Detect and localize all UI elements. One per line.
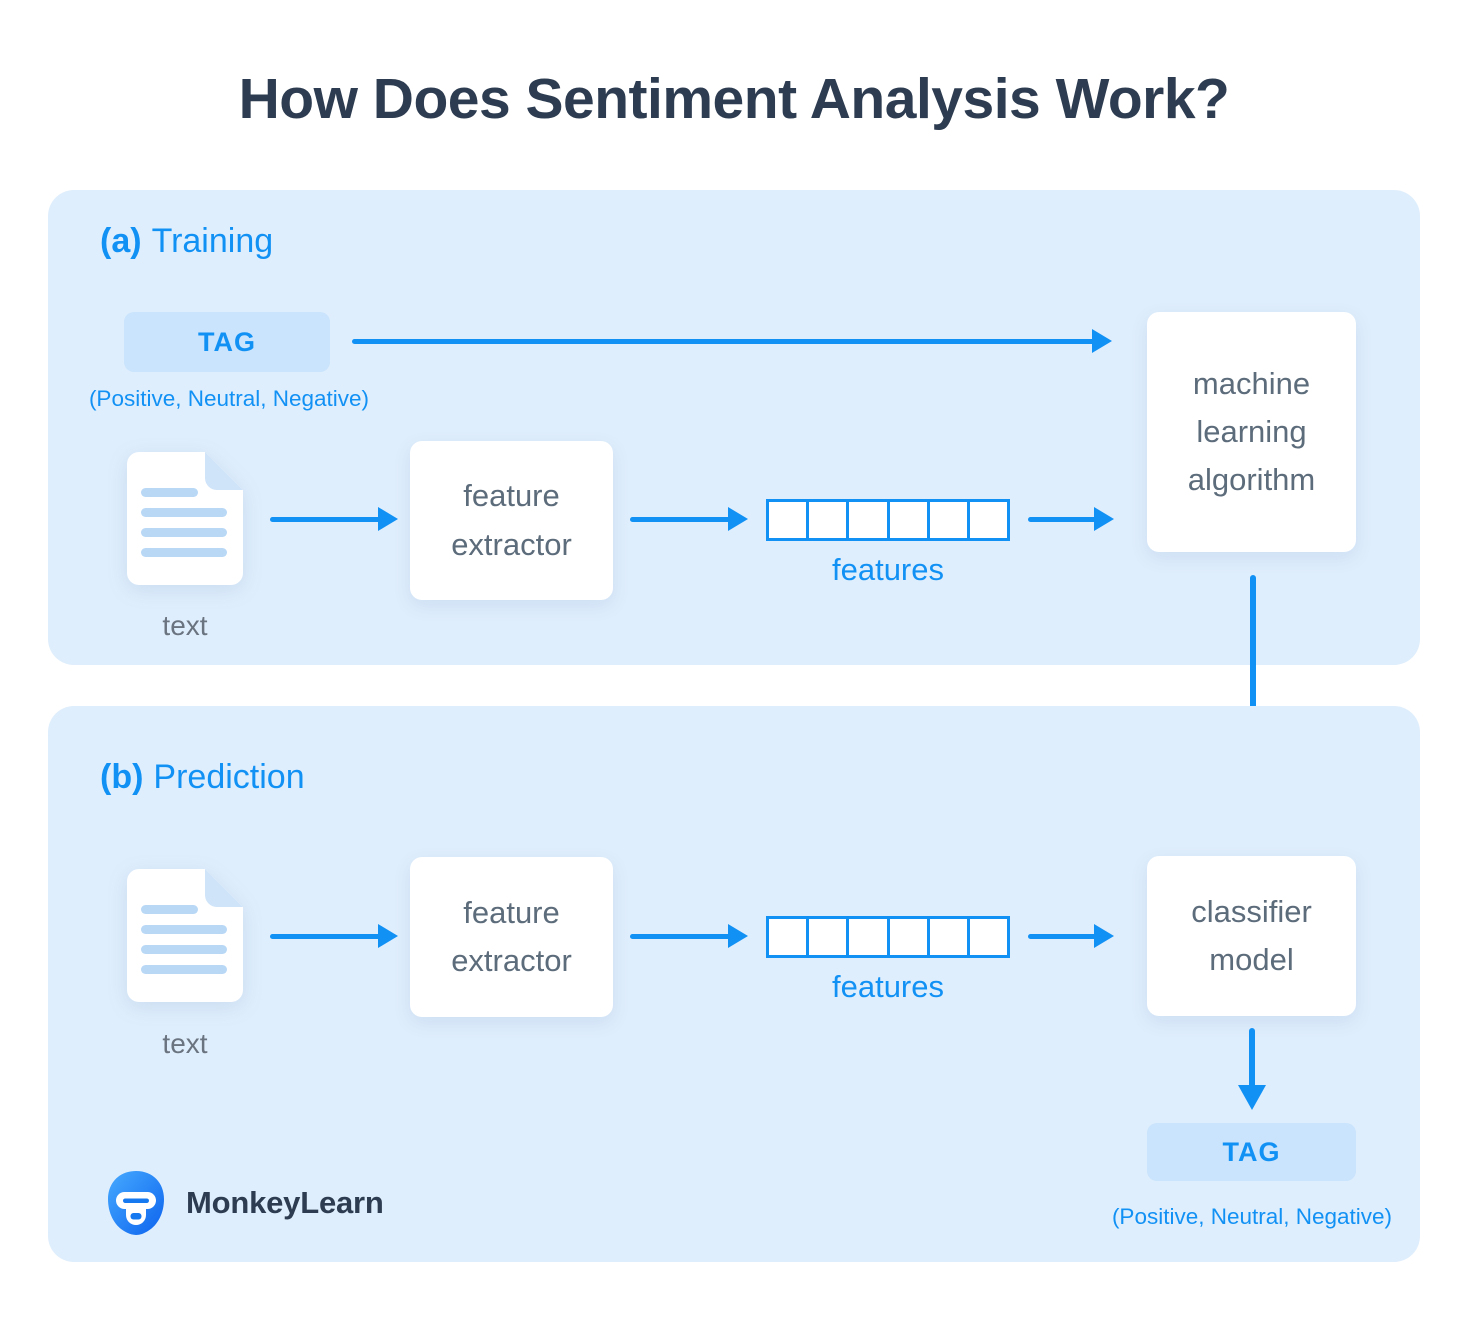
feature-cell <box>849 919 890 955</box>
feature-cell <box>809 502 850 538</box>
text-document-icon <box>127 452 243 585</box>
training-feature-extractor-box: feature extractor <box>410 441 613 600</box>
machine-learning-algorithm-box: machine learning algorithm <box>1147 312 1356 552</box>
prediction-text-label: text <box>162 1028 208 1059</box>
training-feature-extractor-label: feature extractor <box>451 478 572 562</box>
machine-learning-algorithm-label: machine learning algorithm <box>1187 365 1316 498</box>
training-features-label: features <box>831 552 944 587</box>
prediction-feature-extractor-box: feature extractor <box>410 857 613 1017</box>
feature-cell <box>970 502 1007 538</box>
classifier-model-box: classifier model <box>1147 856 1356 1016</box>
arrow-extractor-to-features <box>630 507 748 531</box>
monkeylearn-logo: MonkeyLearn <box>104 1168 384 1238</box>
arrow-features-to-classifier <box>1028 924 1114 948</box>
arrow-text-to-extractor <box>270 507 398 531</box>
prediction-tag-label: TAG <box>1222 1136 1281 1167</box>
prediction-panel: (b)Prediction text feature extractor fea… <box>48 706 1420 1262</box>
training-tag-values: (Positive, Neutral, Negative) <box>88 386 370 411</box>
feature-cell <box>930 919 970 955</box>
prediction-feature-extractor-label: feature extractor <box>451 894 572 978</box>
monkeylearn-monkey-icon <box>108 1171 164 1235</box>
arrow-features-to-algorithm <box>1028 507 1114 531</box>
training-text-label: text <box>162 610 208 641</box>
arrow-text-to-extractor <box>270 924 398 948</box>
prediction-features-label: features <box>831 969 944 1004</box>
brand-name: MonkeyLearn <box>186 1185 384 1220</box>
feature-cell <box>849 502 890 538</box>
training-label-text: Training <box>151 222 274 260</box>
prediction-tag-box: TAG <box>1147 1123 1356 1181</box>
prediction-features-vector <box>766 916 1010 958</box>
training-features-vector <box>766 499 1010 541</box>
feature-cell <box>769 919 810 955</box>
training-panel: (a)Training TAG (Positive, Neutral, Nega… <box>48 190 1420 665</box>
feature-cell <box>809 919 850 955</box>
arrow-classifier-to-tag <box>1238 1028 1266 1110</box>
training-tag-label: TAG <box>198 326 256 357</box>
training-label-prefix: (a) <box>100 222 142 260</box>
training-tag-box: TAG <box>124 312 330 372</box>
training-section-label: (a)Training <box>100 222 273 261</box>
prediction-label-prefix: (b) <box>100 758 144 796</box>
text-document-icon <box>127 869 243 1002</box>
feature-cell <box>930 502 970 538</box>
arrow-tag-to-algorithm <box>352 329 1112 353</box>
prediction-label-text: Prediction <box>153 758 305 796</box>
page-title: How Does Sentiment Analysis Work? <box>238 67 1230 131</box>
feature-cell <box>970 919 1007 955</box>
feature-cell <box>890 502 930 538</box>
prediction-section-label: (b)Prediction <box>100 758 305 797</box>
prediction-tag-values: (Positive, Neutral, Negative) <box>1111 1204 1393 1229</box>
feature-cell <box>890 919 930 955</box>
feature-cell <box>769 502 810 538</box>
classifier-model-label: classifier model <box>1191 893 1312 977</box>
arrow-extractor-to-features <box>630 924 748 948</box>
